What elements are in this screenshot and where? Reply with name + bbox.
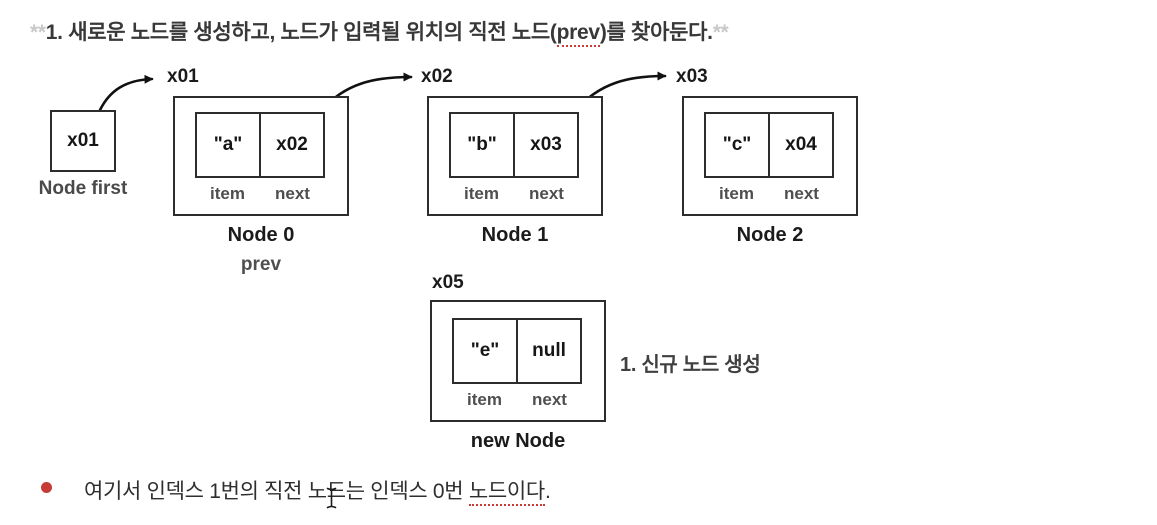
footnote-text-before: 여기서 인덱스 1번의 직전 노드는 인덱스 0번 (84, 480, 469, 503)
node-1-next-cell: x03 (530, 134, 562, 155)
title-text-before: 1. 새로운 노드를 생성하고, 노드가 입력될 위치의 직전 노드( (45, 21, 557, 44)
node-1-address: x02 (421, 66, 453, 87)
node-0-item-label: item (210, 184, 245, 203)
new-node-item-cell: "e" (454, 320, 518, 382)
new-node-annotation: 1. 신규 노드 생성 (620, 354, 761, 376)
new-node-next-cell: null (532, 340, 566, 361)
node-1-inner-box: "b" x03 (449, 112, 579, 178)
page-title: **1. 새로운 노드를 생성하고, 노드가 입력될 위치의 직전 노드(pre… (30, 16, 729, 47)
node-2-item-cell: "c" (706, 114, 770, 176)
node-2-outer-box: "c" x04 item next (682, 96, 858, 216)
node-0-group: x01 "a" x02 item next Node 0 prev (167, 66, 349, 281)
node-0-caption: Node 0 (227, 224, 295, 246)
new-node-group: x05 "e" null item next new Node (430, 272, 606, 487)
new-node-inner-box: "e" null (452, 318, 582, 384)
node-0-next-cell: x02 (276, 134, 308, 155)
node-2-next-label: next (784, 184, 819, 203)
head-pointer-label: Node first (38, 178, 128, 199)
node-0-inner-box: "a" x02 (195, 112, 325, 178)
markdown-bold-marks-left: ** (30, 21, 46, 44)
node-2-inner-box: "c" x04 (704, 112, 834, 178)
node-1-group: x02 "b" x03 item next Node 1 (421, 66, 603, 281)
title-text-after: )를 찾아둔다. (599, 21, 713, 44)
node-1-field-labels: item next (449, 184, 579, 204)
footnote-underlined-word: 노드이다 (468, 480, 545, 506)
head-pointer-value: x01 (67, 130, 99, 151)
new-node-address: x05 (432, 272, 464, 293)
node-1-item-cell: "b" (451, 114, 515, 176)
title-prev-underlined: prev (556, 21, 600, 47)
new-node-item-label: item (467, 390, 502, 409)
node-2-group: x03 "c" x04 item next Node 2 (676, 66, 858, 281)
node-1-caption: Node 1 (481, 224, 549, 246)
footnote: 여기서 인덱스 1번의 직전 노드는 인덱스 0번 노드이다. (84, 475, 551, 506)
node-2-field-labels: item next (704, 184, 834, 204)
node-0-address: x01 (167, 66, 199, 87)
node-2-address: x03 (676, 66, 708, 87)
new-node-field-labels: item next (452, 390, 582, 410)
node-0-item-cell: "a" (197, 114, 261, 176)
node-2-caption: Node 2 (736, 224, 804, 246)
new-node-outer-box: "e" null item next (430, 300, 606, 422)
new-node-caption: new Node (470, 430, 566, 452)
node-0-outer-box: "a" x02 item next (173, 96, 349, 216)
node-2-next-cell: x04 (785, 134, 817, 155)
node-1-outer-box: "b" x03 item next (427, 96, 603, 216)
markdown-bold-marks-right: ** (712, 21, 729, 44)
node-1-next-label: next (529, 184, 564, 203)
node-0-field-labels: item next (195, 184, 325, 204)
node-0-next-label: next (275, 184, 310, 203)
new-node-next-label: next (532, 390, 567, 409)
node-1-item-label: item (464, 184, 499, 203)
arrow-first-to-x01 (98, 74, 154, 112)
head-pointer-box: x01 (50, 110, 116, 172)
bullet-icon (41, 482, 52, 493)
node-0-subcaption-prev: prev (240, 254, 282, 275)
footnote-text-after: . (544, 480, 551, 503)
node-2-item-label: item (719, 184, 754, 203)
